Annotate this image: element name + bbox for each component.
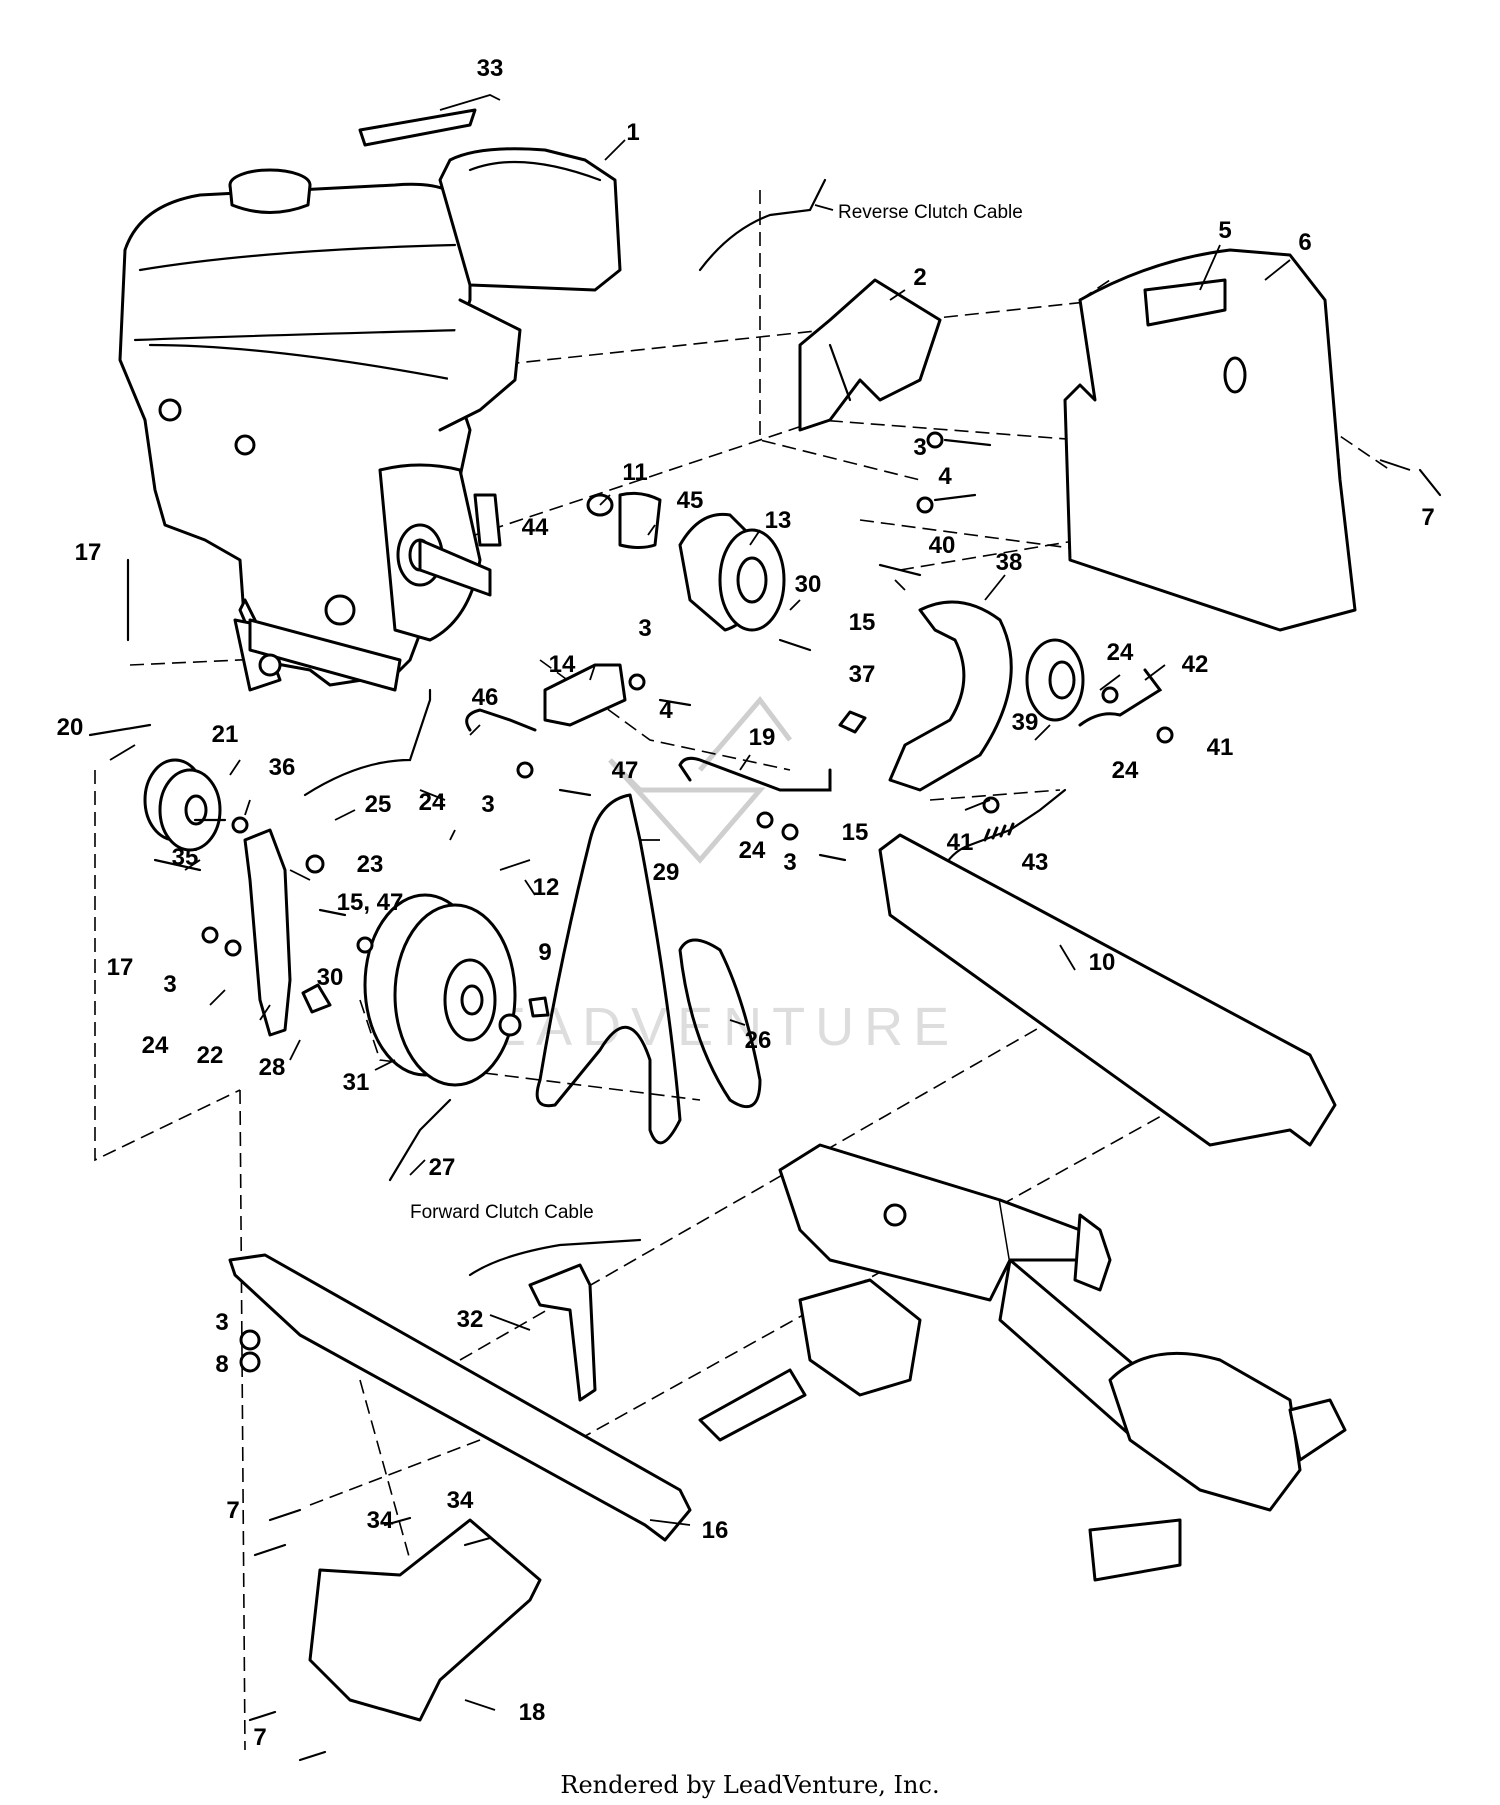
engine: [118, 147, 622, 692]
callout-30: 30: [317, 964, 344, 991]
callout-37: 37: [849, 661, 876, 688]
callout-16: 16: [702, 1517, 729, 1544]
clutch-arm: [243, 828, 292, 1037]
callout-41: 41: [1207, 734, 1234, 761]
callout-39: 39: [1012, 709, 1039, 736]
callout-17: 17: [75, 539, 102, 566]
main-drive-pulley: [363, 893, 517, 1087]
callout-15-47: 15, 47: [337, 889, 404, 916]
callout-12: 12: [533, 874, 560, 901]
callout-36: 36: [269, 754, 296, 781]
reverse-belt: [678, 938, 762, 1109]
callout-17: 17: [107, 954, 134, 981]
callout-45: 45: [677, 487, 704, 514]
idler-arm: [1078, 668, 1163, 727]
callout-25: 25: [365, 791, 392, 818]
drive-belt: [535, 793, 682, 1145]
callout-41: 41: [947, 829, 974, 856]
callout-24: 24: [1112, 757, 1139, 784]
spring-hook: [465, 708, 537, 732]
callout-3: 3: [481, 791, 494, 818]
callout-24: 24: [739, 837, 766, 864]
callout-24: 24: [142, 1032, 169, 1059]
callout-6: 6: [1298, 229, 1311, 256]
callout-38: 38: [996, 549, 1023, 576]
reverse-clutch-cable: [698, 178, 827, 272]
callout-19: 19: [749, 724, 776, 751]
callout-33: 33: [477, 55, 504, 82]
callout-20: 20: [57, 714, 84, 741]
callout-4: 4: [659, 697, 673, 724]
callout-3: 3: [783, 849, 796, 876]
idler-pulley: [1025, 638, 1085, 722]
hardware: [88, 431, 1442, 1762]
callout-15: 15: [842, 819, 869, 846]
belt-guard-cover: [798, 278, 942, 432]
callout-5: 5: [1218, 217, 1231, 244]
callout-32: 32: [457, 1306, 484, 1333]
callout-43: 43: [1022, 849, 1049, 876]
callout-31: 31: [343, 1069, 370, 1096]
callout-24: 24: [419, 789, 446, 816]
callout-27: 27: [429, 1154, 456, 1181]
callout-3: 3: [638, 615, 651, 642]
frame-rail-upper: [878, 833, 1337, 1147]
callout-7: 7: [1421, 504, 1434, 531]
control-rod: [678, 756, 832, 792]
callout-24: 24: [1107, 639, 1134, 666]
watermark: LEADVENTURE: [450, 696, 949, 1057]
callout-7: 7: [226, 1497, 239, 1524]
callout-40: 40: [929, 532, 956, 559]
callout-23: 23: [357, 851, 384, 878]
callout-42: 42: [1182, 651, 1209, 678]
callout-8: 8: [215, 1351, 228, 1378]
footer-credit: Rendered by LeadVenture, Inc.: [560, 1771, 939, 1799]
callout-35: 35: [172, 844, 199, 871]
callout-34: 34: [447, 1487, 474, 1514]
callout-47: 47: [612, 757, 639, 784]
callout-1: 1: [626, 119, 639, 146]
clutch-bracket: [888, 600, 1013, 792]
engine-pulley: [473, 491, 786, 632]
forward-clutch-cable: [468, 1238, 642, 1277]
callout-44: 44: [522, 514, 549, 541]
engine-cable: [303, 688, 432, 797]
callout-13: 13: [765, 507, 792, 534]
callout-28: 28: [259, 1054, 286, 1081]
idler-pulley-lower: [143, 758, 222, 852]
callout-15: 15: [849, 609, 876, 636]
transmission: [698, 1143, 1347, 1582]
callout-30: 30: [795, 571, 822, 598]
callout-26: 26: [745, 1027, 772, 1054]
callout-18: 18: [519, 1699, 546, 1726]
frame-rail-lower: [228, 1253, 692, 1542]
callout-4: 4: [938, 463, 952, 490]
return-spring: [388, 1098, 452, 1182]
callout-2: 2: [913, 264, 926, 291]
callout-22: 22: [197, 1042, 224, 1069]
leader-lines: [109, 94, 1411, 1711]
callout-3: 3: [163, 971, 176, 998]
skid-guard: [308, 1518, 542, 1722]
callout-7: 7: [253, 1724, 266, 1751]
callout-11: 11: [622, 459, 647, 486]
callout-3: 3: [215, 1309, 228, 1336]
callout-29: 29: [653, 859, 680, 886]
callout-14: 14: [549, 651, 576, 678]
cable-bracket: [528, 1263, 597, 1402]
callout-9: 9: [538, 939, 551, 966]
callout-3: 3: [913, 434, 926, 461]
callouts: 33 1 2 5 6 3 4 7 11 45 13 44 17 30 15 40…: [57, 55, 1435, 1751]
belt-cover: [1063, 248, 1357, 632]
forward-clutch-cable-label: Forward Clutch Cable: [410, 1202, 594, 1223]
callout-34: 34: [367, 1507, 394, 1534]
reverse-clutch-cable-label: Reverse Clutch Cable: [838, 202, 1023, 223]
callout-46: 46: [472, 684, 499, 711]
callout-10: 10: [1089, 949, 1116, 976]
decal: [358, 108, 477, 147]
callout-21: 21: [212, 721, 239, 748]
